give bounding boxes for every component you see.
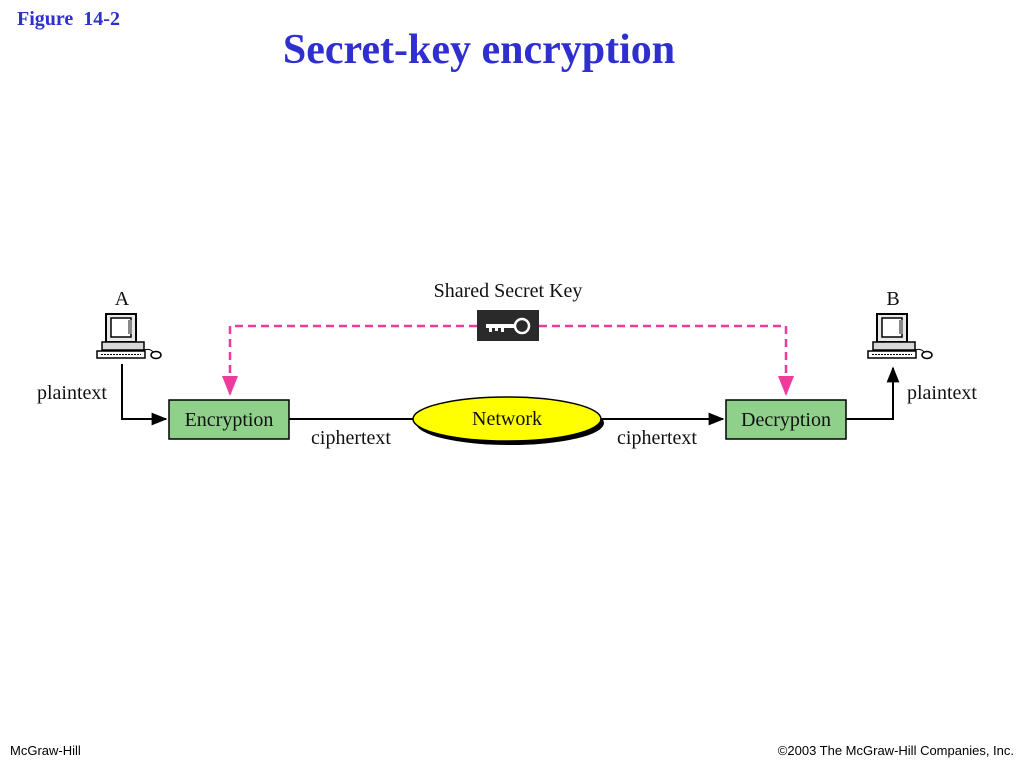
footer-publisher: McGraw-Hill xyxy=(10,743,81,758)
encryption-label: Encryption xyxy=(185,409,274,431)
ciphertext-right-label: ciphertext xyxy=(617,427,697,449)
receiver-label: B xyxy=(886,288,899,310)
sender-label: A xyxy=(115,288,130,310)
plaintext-arrow-right xyxy=(846,366,900,420)
plaintext-arrow-left xyxy=(121,364,168,426)
decryption-label: Decryption xyxy=(741,409,831,431)
key-icon xyxy=(477,310,539,341)
key-line-right xyxy=(539,324,794,396)
figure-label: Figure 14-2 xyxy=(17,8,120,30)
page-title: Secret-key encryption xyxy=(282,27,676,73)
footer-copyright: ©2003 The McGraw-Hill Companies, Inc. xyxy=(777,743,1014,758)
key-line-left xyxy=(222,324,477,396)
ciphertext-left-label: ciphertext xyxy=(311,427,391,449)
shared-key-label: Shared Secret Key xyxy=(434,280,583,302)
encryption-box xyxy=(168,399,290,440)
computer-icon xyxy=(96,313,162,360)
plaintext-left-label: plaintext xyxy=(37,382,107,404)
plaintext-right-label: plaintext xyxy=(907,382,977,404)
decryption-box xyxy=(725,399,847,440)
computer-icon xyxy=(867,313,933,360)
network-label: Network xyxy=(472,408,542,430)
